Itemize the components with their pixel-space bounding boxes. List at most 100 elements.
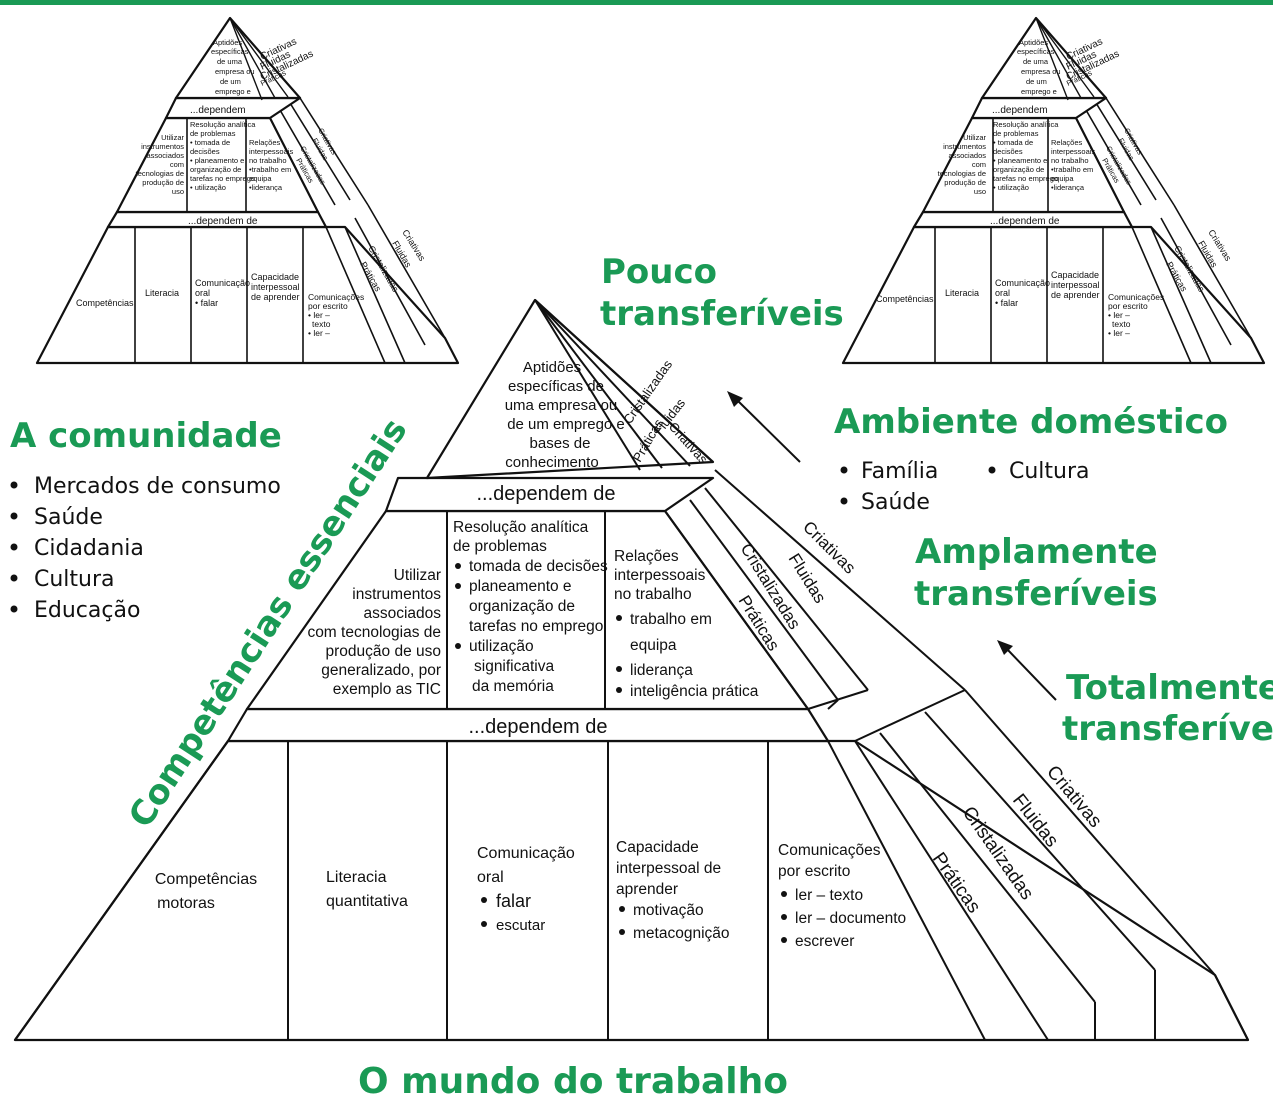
heading-mundo: O mundo do trabalho [358,1061,788,1102]
mid-col2-b3b: significativa [474,658,554,675]
sr-base5-2: por escrito [1108,301,1148,311]
mid-col3-b3: inteligência prática [630,683,759,700]
arrow-to-pouco [727,391,801,463]
sl-dep-1: ...dependem [190,105,246,116]
ambiente-list: Família Cultura Saúde [840,459,1090,515]
ambiente-bullet-1 [840,466,848,474]
base-col5-b2: ler – documento [795,910,906,927]
comunidade-item-4: Cultura [34,567,115,592]
mid-col1-line-2: instrumentos [352,586,441,603]
comunidade-bullet-1 [10,481,18,489]
sl-base5-2: por escrito [308,301,348,311]
sl-base4-2: interpessoal [251,282,300,292]
top-line-2: específicas de [508,378,604,395]
arrow-to-amplamente [997,640,1057,701]
mid-col2-b1: tomada de decisões [469,558,608,575]
sr-mid1-5: tecnologias de [938,169,986,178]
mid-col3-title-2: interpessoais [614,567,706,584]
mid-col2-title-1: Resolução analítica [453,519,589,536]
mid-col1-text: Utilizar instrumentos associados com tec… [307,567,441,698]
base-col1-line-1: Competências [155,871,257,888]
base-level-criativas: Criativas [1042,762,1106,832]
sr-mid2-6: organização de [993,165,1044,174]
sl-mid2-6: organização de [190,165,241,174]
sr-mid1-7: uso [974,187,986,196]
heading-pouco-1: Pouco [601,252,717,292]
base-col4-b2: metacognição [633,925,730,942]
comunidade-list: Mercados de consumo Saúde Cidadania Cult… [10,474,281,623]
sr-mid3-2: interpessoais [1051,147,1095,156]
base-col5-title-2: por escrito [778,863,850,880]
sr-mid2-1: Resolução analítica [993,120,1059,129]
sr-mid1-1: Utilizar [963,133,986,142]
sr-mid1-4: com [972,160,986,169]
base-col4-bullet-1 [619,906,625,912]
sr-mid3-3: no trabalho [1051,156,1089,165]
dependem-label-1: ...dependem de [477,483,616,505]
comunidade-bullet-5 [10,605,18,613]
top-line-6: conhecimento [505,454,598,471]
sl-base2: Literacia [145,288,179,298]
heading-amplamente-1: Amplamente [915,532,1158,572]
sr-mid2-7: tarefas no emprego [993,174,1058,183]
sl-base3-1: Comunicação [195,278,250,288]
sr-mid3-1: Relações [1051,138,1083,147]
mid-col2-b3: utilização [469,638,534,655]
mid-col2-bullet-3 [455,643,461,649]
ambiente-item-familia: Família [861,459,938,484]
sr-base5-4: texto [1112,319,1131,329]
top-tier [425,298,715,480]
comunidade-item-5: Educação [34,598,140,623]
heading-pouco-2: transferíveis [600,294,844,334]
sl-base4-1: Capacidade [251,272,299,282]
mid-col3-b2: liderança [630,662,693,679]
mid-col3-title-1: Relações [614,548,679,565]
dependem-band-1 [384,476,715,513]
sl-mid2-4: decisões [190,147,220,156]
sl-mid1-6: produção de [142,178,184,187]
sl-mid1-5: tecnologias de [136,169,184,178]
sr-top-2: específicas [1017,47,1055,56]
mid-col1-line-5: produção de uso [326,643,441,660]
mid-col3-text: Relações interpessoais no trabalho traba… [614,548,759,700]
base-col5-text: Comunicações por escrito ler – texto ler… [778,842,906,950]
mid-col2-b2: planeamento e [469,578,572,595]
base-col3-text: Comunicação oral falar escutar [477,845,575,934]
mid-col2-b3c: da memória [472,678,554,695]
main-pyramid: ...dependem de ...dependem de [13,298,1250,1042]
sr-base5-5: • ler – [1108,328,1130,338]
base-col4-title-1: Capacidade [616,839,699,856]
ambiente-bullet-2 [988,466,996,474]
sr-base1: Competências [876,294,934,304]
sl-top-4: empresa ou [215,67,255,76]
sl-mid1-4: com [170,160,184,169]
sr-mid3-4: •trabalho em [1051,165,1093,174]
sr-mid2-8: • utilização [993,183,1029,192]
comunidade-bullet-2 [10,512,18,520]
comunidade-item-3: Cidadania [34,536,144,561]
sr-base4-3: de aprender [1051,290,1100,300]
sl-mid2-1: Resolução analítica [190,120,256,129]
comunidade-bullet-3 [10,543,18,551]
base-col2-line-2: quantitativa [326,893,408,910]
base-col4-b1: motivação [633,902,704,919]
mid-col3-b1b: equipa [630,637,677,654]
top-line-3: uma empresa ou [505,397,618,414]
sl-top-6: emprego e [215,87,251,96]
sr-base3-1: Comunicação [995,278,1050,288]
mid-col3-bullet-3 [616,687,622,693]
sr-mid1-3: associados [948,151,986,160]
mid-col1-line-4: com tecnologias de [307,624,441,641]
small-pyramid-left: Aptidões específicas de uma empresa ou d… [35,16,460,365]
base-col4-title-3: aprender [616,881,678,898]
sl-base5-1: Comunicações [308,292,364,302]
mid-col1-line-6: generalizado, por [321,662,441,679]
sl-mid3-6: •liderança [249,183,283,192]
sl-mid1-2: instrumentos [141,142,184,151]
mid-col3-bullet-1 [616,615,622,621]
mid-col1-line-3: associados [363,605,441,622]
small-pyramid-right: Aptidões específicas de uma empresa ou d… [841,16,1266,365]
base-col5-b3: escrever [795,933,854,950]
heading-totalmente-2: transferíveis [1062,709,1273,749]
sr-dep-2: ...dependem de [990,216,1060,227]
